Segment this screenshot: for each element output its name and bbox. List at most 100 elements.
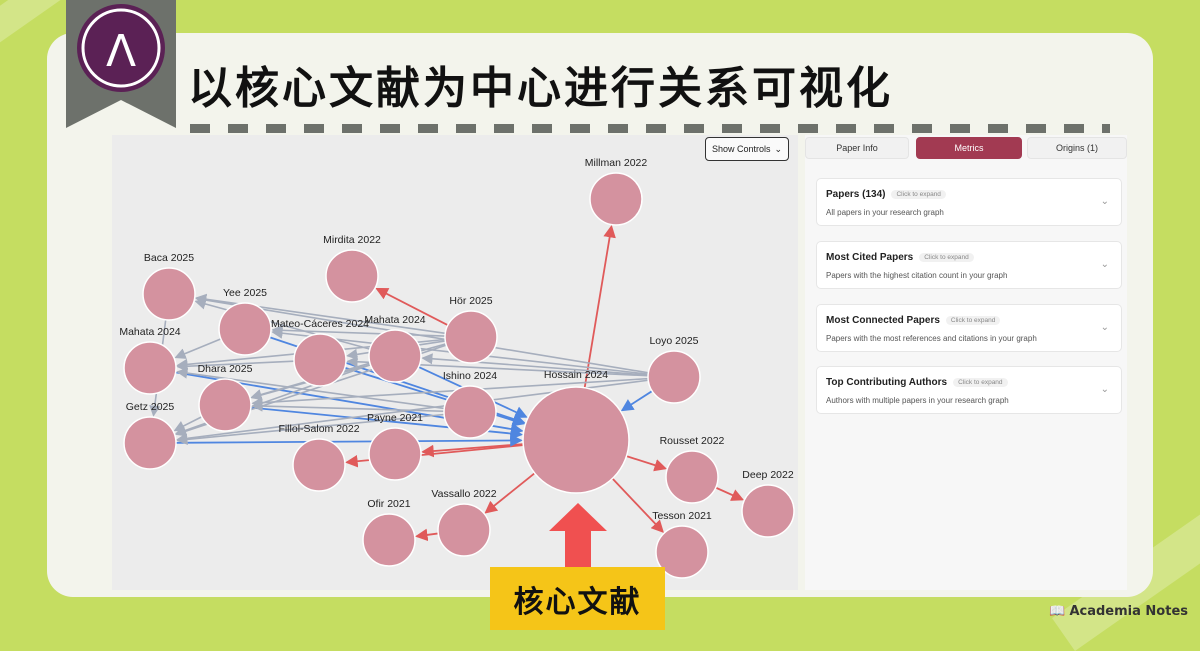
click-to-expand-badge: Click to expand [953, 377, 1008, 387]
metric-title: Most Cited Papers [826, 252, 914, 263]
tab-metrics[interactable]: Metrics [916, 137, 1022, 159]
tab-origins[interactable]: Origins (1) [1027, 137, 1127, 159]
citation-edge [173, 416, 203, 432]
paper-node-circle[interactable] [443, 385, 497, 439]
metric-card-most-connected[interactable]: Most Connected Papers Click to expand Pap… [816, 304, 1122, 352]
paper-node[interactable]: Getz 2025 [123, 401, 177, 470]
paper-node-circle[interactable] [665, 450, 719, 504]
paper-node-label: Mirdita 2022 [323, 234, 381, 246]
paper-node-circle[interactable] [123, 341, 177, 395]
tab-origins-label: Origins (1) [1055, 143, 1098, 153]
click-to-expand-badge: Click to expand [891, 189, 946, 199]
paper-node-circle[interactable] [444, 310, 498, 364]
paper-node-label: Fillol-Salom 2022 [278, 423, 359, 435]
paper-node-label: Getz 2025 [126, 401, 175, 413]
metric-title: Papers (134) [826, 189, 886, 200]
paper-node[interactable]: Payne 2021 [367, 412, 423, 481]
paper-node-label: Mateo-Cáceres 2024 [271, 318, 369, 330]
paper-node[interactable]: Yee 2025 [218, 287, 272, 356]
paper-node[interactable]: Deep 2022 [741, 469, 795, 538]
paper-node[interactable]: Ishino 2024 [443, 370, 497, 439]
citation-edge [195, 294, 649, 374]
metrics-side-panel: Paper Info Metrics Origins (1) Papers (1… [805, 135, 1127, 590]
paper-node-label: Rousset 2022 [660, 435, 725, 447]
citation-edge [194, 298, 371, 350]
citation-edge [176, 367, 445, 410]
brand-name: Academia Notes [1069, 604, 1188, 619]
citation-edge [611, 477, 664, 533]
paper-node-circle[interactable] [123, 416, 177, 470]
paper-node-circle[interactable] [198, 378, 252, 432]
citation-edge [414, 528, 439, 542]
paper-node[interactable]: Ofir 2021 [362, 498, 416, 567]
paper-node[interactable]: Mateo-Cáceres 2024 [271, 318, 369, 387]
paper-node-circle[interactable] [362, 513, 416, 567]
citation-edge [176, 413, 445, 445]
paper-node-circle[interactable] [437, 503, 491, 557]
paper-node-label: Dhara 2025 [198, 363, 253, 375]
chevron-down-icon[interactable]: ⌄ [1100, 384, 1109, 395]
page-title: 以核心文献为中心进行关系可视化 [188, 63, 893, 114]
metric-card-papers[interactable]: Papers (134)Click to expand All papers i… [816, 178, 1122, 226]
citation-edge [175, 434, 523, 447]
paper-node[interactable]: Loyo 2025 [647, 335, 701, 404]
paper-node-circle[interactable] [522, 386, 630, 494]
paper-node[interactable]: Baca 2025 [142, 252, 196, 321]
paper-node-label: Mahata 2024 [364, 314, 425, 326]
paper-node-circle[interactable] [218, 302, 272, 356]
metric-title: Top Contributing Authors [826, 377, 948, 388]
tab-paper-info[interactable]: Paper Info [805, 137, 909, 159]
paper-node[interactable]: Tesson 2021 [652, 510, 712, 579]
paper-node[interactable]: Hör 2025 [444, 295, 498, 364]
paper-node[interactable]: Mirdita 2022 [323, 234, 381, 303]
show-controls-button[interactable]: Show Controls ⌄ [705, 137, 789, 161]
paper-node[interactable]: Dhara 2025 [198, 363, 253, 432]
paper-node-label: Hossain 2024 [544, 369, 608, 381]
paper-node-circle[interactable] [142, 267, 196, 321]
citation-edge [174, 338, 222, 359]
citation-edge [715, 486, 745, 501]
chevron-down-icon: ⌄ [774, 143, 783, 154]
logo-bookmark-icon: Λ [66, 0, 176, 128]
citation-edge [421, 443, 524, 458]
paper-node-label: Ishino 2024 [443, 370, 497, 382]
paper-node-circle[interactable] [589, 172, 643, 226]
paper-node-circle[interactable] [368, 427, 422, 481]
logo-glyph: Λ [106, 26, 136, 77]
paper-node-circle[interactable] [368, 329, 422, 383]
chevron-down-icon[interactable]: ⌄ [1100, 322, 1109, 333]
paper-node[interactable]: Rousset 2022 [660, 435, 725, 504]
arrow-up-icon [549, 503, 607, 571]
citation-edge [251, 377, 649, 409]
paper-node-label: Vassallo 2022 [431, 488, 496, 500]
citation-edge [176, 360, 295, 372]
paper-node[interactable]: Millman 2022 [585, 157, 648, 226]
paper-node-circle[interactable] [655, 525, 709, 579]
chevron-down-icon[interactable]: ⌄ [1100, 259, 1109, 270]
metric-description: Authors with multiple papers in your res… [826, 396, 1009, 405]
metric-description: Papers with the most references and cita… [826, 334, 1037, 343]
paper-node-circle[interactable] [293, 333, 347, 387]
paper-node[interactable]: Mahata 2024 [119, 326, 181, 395]
paper-node-circle[interactable] [325, 249, 379, 303]
paper-node-circle[interactable] [292, 438, 346, 492]
paper-node-circle[interactable] [647, 350, 701, 404]
core-paper-label: 核心文献 [490, 567, 665, 630]
paper-node-label: Loyo 2025 [649, 335, 698, 347]
paper-node[interactable]: Mahata 2024 [364, 314, 426, 383]
paper-node-circle[interactable] [741, 484, 795, 538]
click-to-expand-badge: Click to expand [945, 315, 1001, 325]
dashed-divider [190, 124, 1110, 133]
paper-node[interactable]: Hossain 2024 [522, 369, 630, 494]
chevron-down-icon[interactable]: ⌄ [1100, 196, 1109, 207]
tab-metrics-label: Metrics [954, 143, 984, 153]
paper-node[interactable]: Fillol-Salom 2022 [278, 423, 360, 492]
paper-node[interactable]: Vassallo 2022 [431, 488, 497, 557]
paper-node-label: Tesson 2021 [652, 510, 712, 522]
metric-title: Most Connected Papers [826, 315, 940, 326]
paper-node-label: Payne 2021 [367, 412, 423, 424]
